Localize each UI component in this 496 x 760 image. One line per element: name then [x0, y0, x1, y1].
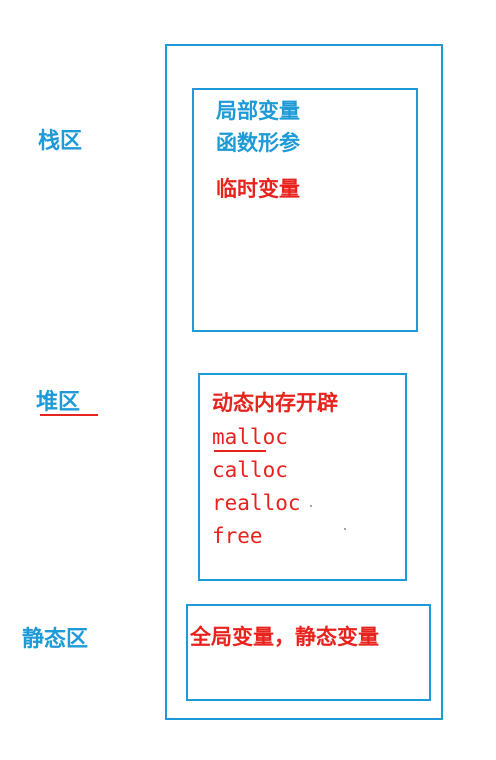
static-region-box	[186, 604, 431, 701]
static-item-global-static-vars: 全局变量，静态变量	[190, 624, 379, 649]
stray-dot-2	[344, 528, 346, 530]
heap-item-free: free	[212, 524, 263, 548]
label-heap: 堆区	[36, 389, 81, 415]
heap-item-dynamic-alloc: 动态内存开辟	[212, 390, 338, 415]
stack-item-params: 函数形参	[216, 130, 300, 155]
stack-item-temp-vars: 临时变量	[216, 176, 300, 201]
stack-region-box	[192, 88, 418, 332]
heap-item-malloc: malloc	[212, 425, 288, 449]
heap-item-realloc: realloc	[212, 491, 301, 515]
heap-item-calloc: calloc	[212, 458, 288, 482]
malloc-underline	[214, 450, 266, 452]
stack-item-local-vars: 局部变量	[216, 98, 300, 123]
heap-region-box	[198, 373, 407, 581]
label-static: 静态区	[22, 626, 89, 652]
label-stack: 栈区	[38, 128, 83, 154]
heap-label-underline	[40, 414, 98, 416]
stray-dot-1	[310, 505, 312, 507]
memory-outer-frame	[165, 44, 443, 720]
